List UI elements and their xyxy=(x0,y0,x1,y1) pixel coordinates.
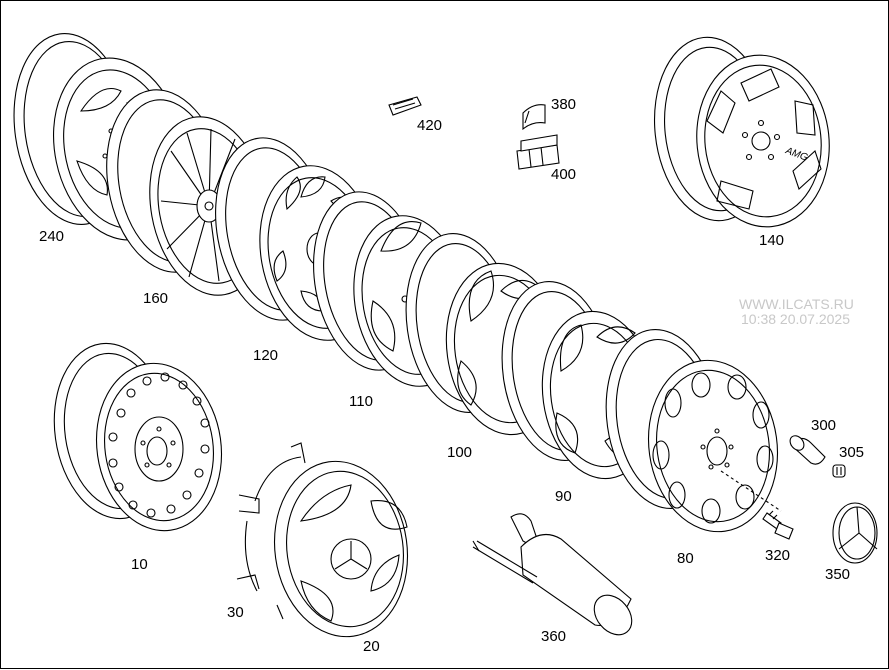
retaining-ring-30[interactable] xyxy=(236,442,306,620)
label-80: 80 xyxy=(677,550,694,567)
valve-cap-305[interactable] xyxy=(832,464,846,478)
weight-clip-380[interactable] xyxy=(522,104,546,131)
label-10: 10 xyxy=(131,556,148,573)
label-420: 420 xyxy=(417,117,442,134)
label-140: 140 xyxy=(759,232,784,249)
label-380: 380 xyxy=(551,96,576,113)
label-30: 30 xyxy=(227,604,244,621)
label-160: 160 xyxy=(143,290,168,307)
wheel-140[interactable]: AMG xyxy=(646,31,838,233)
label-350: 350 xyxy=(825,566,850,583)
steel-wheel-holes xyxy=(108,372,210,518)
hubcap-20[interactable] xyxy=(263,453,418,646)
label-20: 20 xyxy=(363,638,380,655)
wheel-10[interactable] xyxy=(43,336,232,539)
wheel-bolt-320[interactable] xyxy=(762,510,794,540)
tool-360[interactable] xyxy=(472,513,639,642)
label-305: 305 xyxy=(839,444,864,461)
label-90: 90 xyxy=(555,488,572,505)
watermark-site: WWW.ILCATS.RU xyxy=(739,296,854,312)
label-240: 240 xyxy=(39,228,64,245)
label-360: 360 xyxy=(541,628,566,645)
label-110: 110 xyxy=(349,393,373,410)
valve-300[interactable] xyxy=(787,433,826,465)
wheel-80[interactable] xyxy=(595,322,788,540)
label-100: 100 xyxy=(447,444,472,461)
label-400: 400 xyxy=(551,166,576,183)
star-emblem-350[interactable] xyxy=(832,502,878,564)
label-320: 320 xyxy=(765,547,790,564)
watermark-timestamp: 10:38 20.07.2025 xyxy=(741,311,850,327)
balance-weight-420[interactable] xyxy=(388,96,422,116)
label-120: 120 xyxy=(253,347,278,364)
label-300: 300 xyxy=(811,417,836,434)
weights-400[interactable] xyxy=(516,134,560,170)
